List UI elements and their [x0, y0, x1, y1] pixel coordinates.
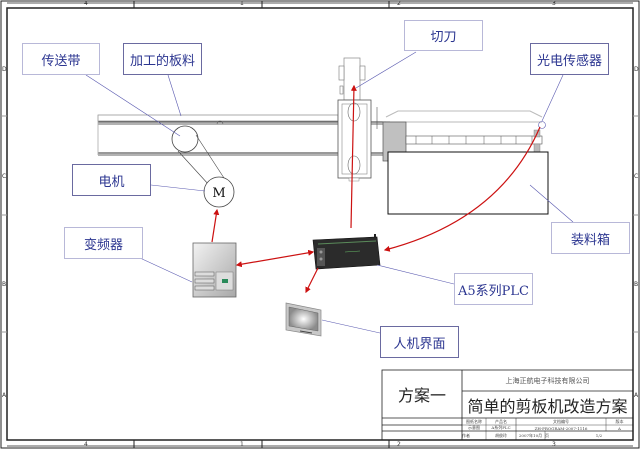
zone-col-label: 1: [240, 441, 244, 448]
hmi-device: [285, 302, 322, 337]
value-doc-number: ZH-PROGRAM-2007-1116: [534, 425, 588, 431]
value-drawing-name: 示意图: [468, 425, 480, 430]
value-page: 1/2: [595, 433, 603, 438]
zone-row-label: D: [634, 66, 639, 73]
header-revision: 版本: [615, 418, 624, 424]
collection-bin: [387, 151, 549, 215]
callout-workpiece: 加工的板料: [123, 43, 202, 75]
callout-photo-sensor: 光电传感器: [530, 43, 609, 75]
output-table: [382, 110, 549, 215]
arrow-sensor-to-plc: [383, 126, 541, 252]
scheme-label: 方案一: [397, 386, 446, 405]
header-product: 产品名: [495, 418, 507, 424]
zone-row-label: A: [2, 392, 7, 399]
zone-col-label: 2: [397, 0, 401, 7]
callout-bin: 装料箱: [551, 222, 630, 254]
callout-plc: A5系列PLC: [454, 273, 533, 305]
label-author: 作者: [462, 432, 470, 438]
inverter-device: [192, 242, 237, 298]
callout-conveyor-belt: 传送带: [22, 43, 100, 75]
label-page: 页: [545, 432, 549, 438]
arrow-plc-to-hmi: [305, 267, 319, 294]
drive-pulley: [171, 125, 199, 153]
value-author: 胡俊玲: [495, 432, 507, 438]
value-product: A系列PLC: [491, 425, 511, 430]
arrow-inverter-to-motor: [211, 208, 220, 243]
callout-hmi: 人机界面: [380, 326, 459, 358]
zone-col-label: 3: [552, 441, 556, 448]
callout-inverter: 变频器: [64, 227, 143, 259]
header-drawing-name: 图纸名称: [466, 418, 482, 424]
zone-row-label: C: [634, 173, 639, 180]
callout-cutter: 切刀: [404, 20, 483, 51]
signal-arrows: [211, 84, 541, 294]
motor: M: [203, 176, 235, 208]
zone-row-label: D: [2, 66, 7, 73]
company-name: 上海正航电子科技有限公司: [505, 376, 590, 385]
value-date: 2007年10月: [518, 432, 543, 438]
arrow-plc-inverter: [235, 249, 315, 268]
cutter-assembly: [337, 57, 378, 182]
motor-symbol: M: [212, 186, 225, 201]
zone-col-label: 2: [397, 441, 401, 448]
title-block-frame: [381, 369, 634, 441]
zone-row-label: B: [634, 281, 639, 288]
leader-lines: [85, 51, 574, 334]
callout-motor: 电机: [72, 164, 151, 196]
photo-sensor: [538, 121, 546, 129]
header-doc-number: 文档编号: [553, 418, 569, 424]
zone-col-label: 1: [240, 0, 244, 7]
value-revision: A: [618, 425, 621, 431]
zone-row-label: C: [2, 173, 7, 180]
zone-row-label: B: [2, 281, 7, 288]
zone-col-label: 4: [84, 0, 88, 7]
zone-row-label: A: [634, 392, 639, 399]
drawing-title: 简单的剪板机改造方案: [467, 396, 628, 416]
arrow-plc-to-cutter: [350, 84, 357, 229]
zone-col-label: 4: [84, 441, 88, 448]
zone-col-label: 3: [552, 0, 556, 7]
plc-device: [312, 234, 381, 270]
